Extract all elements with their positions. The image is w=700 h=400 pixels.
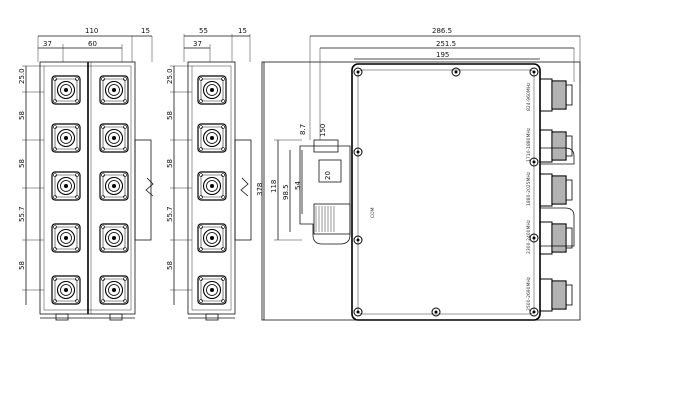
band-port: 1880-2025MHz	[526, 171, 573, 207]
side-view: 55 15 37 25.0 58 58 55.7 58	[166, 27, 252, 321]
screw-icon	[529, 157, 539, 167]
screw-icon	[451, 67, 461, 77]
screw-icon	[353, 147, 363, 157]
front-connector-right	[99, 223, 129, 253]
front-connector-right	[99, 275, 129, 305]
housing-screws	[353, 67, 539, 317]
front-dim-width: 110	[85, 27, 98, 35]
top-dim-body: 195	[436, 51, 449, 59]
side-dim-v2: 58	[166, 159, 174, 168]
side-connector	[197, 223, 227, 253]
side-connector-column	[197, 75, 227, 305]
side-dim-v0: 25.0	[166, 68, 174, 84]
top-dim-118: 118	[270, 180, 278, 193]
side-dim-depth: 15	[238, 27, 247, 35]
top-dim-mid: 251.5	[436, 40, 456, 48]
front-dim-pitch: 60	[88, 40, 97, 48]
top-dim-8-7: 8.7	[299, 124, 307, 135]
front-connector-right	[99, 171, 129, 201]
screw-icon	[529, 233, 539, 243]
top-dim-54: 54	[294, 181, 302, 190]
band-port: 2500-2690MHz	[526, 276, 573, 312]
screw-icon	[353, 307, 363, 317]
band-port-label: 2500-2690MHz	[526, 276, 532, 311]
band-port-label: 1880-2025MHz	[526, 171, 532, 206]
front-connector-right	[99, 123, 129, 153]
top-dim-150: 150	[319, 124, 327, 137]
side-dim-offset: 37	[193, 40, 202, 48]
front-dim-depth: 15	[141, 27, 150, 35]
front-dim-v4: 58	[18, 261, 26, 270]
band-port-label: 2300-2400MHz	[526, 219, 532, 254]
side-dim-v3: 55.7	[166, 206, 174, 222]
front-connector-left	[51, 171, 81, 201]
screw-icon	[353, 235, 363, 245]
front-connector-left	[51, 123, 81, 153]
front-dim-v2: 58	[18, 159, 26, 168]
screw-icon	[529, 67, 539, 77]
front-connector-left	[51, 223, 81, 253]
top-view: 286.5 251.5 195 378 118 98.5 54 8.7 150 …	[256, 27, 581, 321]
band-port-column: 824-960MHz 1710-1880MHz 1880-2025MHz 2300-2…	[526, 78, 573, 312]
band-port-label: 1710-1880MHz	[526, 127, 532, 162]
front-dim-v3: 55.7	[18, 206, 26, 222]
top-dim-98: 98.5	[282, 184, 290, 200]
front-dim-offset: 37	[43, 40, 52, 48]
screw-icon	[529, 307, 539, 317]
screw-icon	[431, 307, 441, 317]
front-connector-right	[99, 75, 129, 105]
top-dim-20: 20	[324, 171, 332, 180]
front-connector-left	[51, 275, 81, 305]
front-view: 110 15 37 60 25.0 58 58 55.7 58	[18, 27, 154, 321]
top-dim-height: 378	[256, 183, 264, 196]
side-connector	[197, 171, 227, 201]
top-dim-total: 286.5	[432, 27, 452, 35]
side-dim-v4: 58	[166, 261, 174, 270]
side-connector	[197, 275, 227, 305]
front-connector-left	[51, 75, 81, 105]
side-connector	[197, 123, 227, 153]
side-dim-v1: 58	[166, 111, 174, 120]
front-dim-v0: 25.0	[18, 68, 26, 84]
front-connector-grid	[51, 75, 129, 305]
top-body-label: COM	[370, 207, 376, 218]
band-port: 2300-2400MHz	[526, 219, 573, 255]
band-port: 824-960MHz	[526, 78, 573, 112]
band-port-label: 824-960MHz	[526, 82, 532, 111]
side-connector	[197, 75, 227, 105]
side-dim-width: 55	[199, 27, 208, 35]
band-port: 1710-1880MHz	[526, 127, 573, 163]
front-dim-v1: 58	[18, 111, 26, 120]
screw-icon	[353, 67, 363, 77]
